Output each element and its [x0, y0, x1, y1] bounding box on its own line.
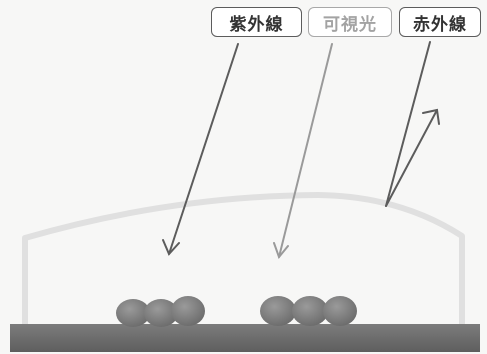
- visible-light-label: 可視光: [308, 7, 392, 37]
- particle: [323, 296, 357, 326]
- visible-light-arrow: [273, 43, 333, 260]
- particle: [116, 299, 150, 327]
- particle-group-right: [260, 296, 357, 326]
- infrared-label: 赤外線: [399, 7, 481, 37]
- infrared-arrows: [385, 41, 440, 207]
- dome-outline: [22, 192, 465, 330]
- particle: [292, 296, 328, 326]
- ultraviolet-arrow: [162, 43, 239, 256]
- floor-slab: [10, 324, 480, 352]
- ultraviolet-label: 紫外線: [211, 7, 302, 37]
- particle: [260, 296, 296, 326]
- particle: [144, 299, 178, 327]
- particle: [171, 296, 205, 326]
- particle-group-left: [116, 296, 205, 327]
